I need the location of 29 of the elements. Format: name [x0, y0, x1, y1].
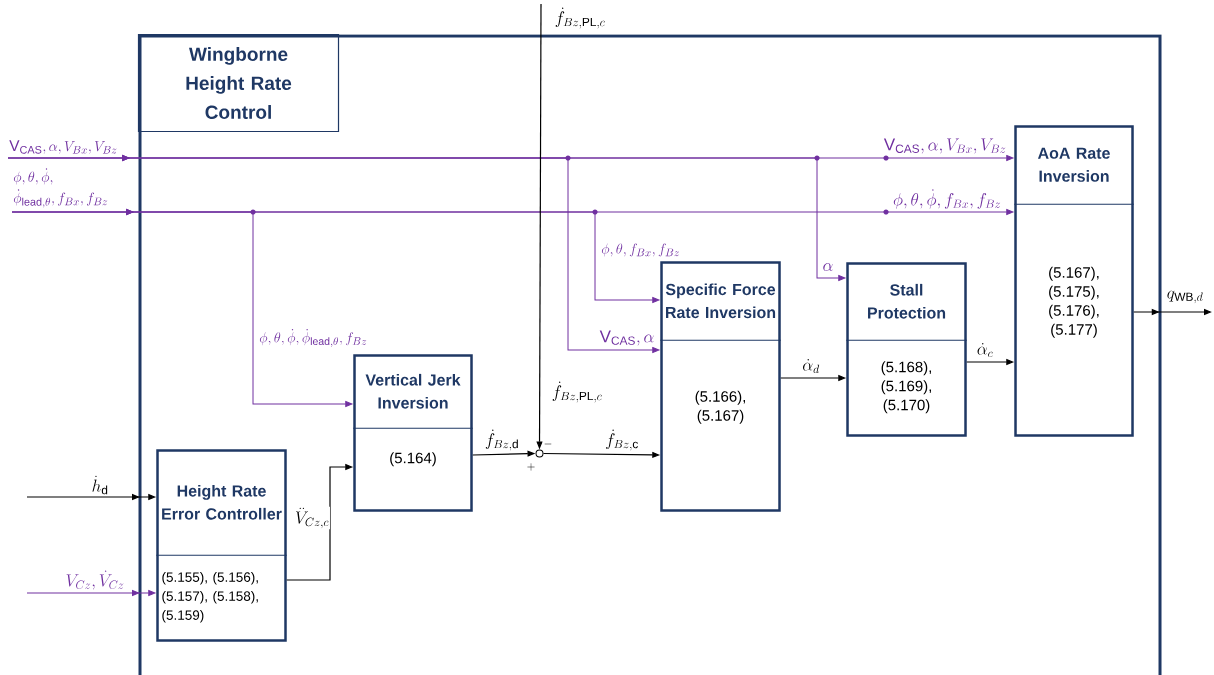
- edge-label: $\phi, \theta, \dot{\phi}, f_{Bx}, f_{Bz}$: [891, 188, 1003, 210]
- process-box: Specific Force Rate Inversion (5.166), (5.167): [659, 261, 782, 512]
- edge-label: $V_{Cz}, \dot{V}_{Cz}$: [64, 569, 126, 591]
- edge-label: $\dot{h}_{\mathrm{d}}$: [90, 474, 110, 496]
- arrow: [26, 590, 156, 596]
- edge-label: $\alpha$: [821, 262, 835, 272]
- arrow: [7, 155, 846, 281]
- edge-label: $q_{\mathrm{WB},d}$: [1165, 289, 1205, 305]
- edge-label: $\mathrm{V}_{\mathrm{CAS}}, \alpha, V_{Bx}, V_{Bz}$: [882, 137, 1008, 155]
- input-label: $\mathrm{V}_{\mathrm{CAS}}, \alpha, V_{Bx}, V_{Bz}$: [9, 140, 117, 154]
- edge-label: $\phi, \theta, \dot{\phi}, \dot{\phi}_{\mathrm{lead},\theta}, f_{Bz}$: [258, 327, 369, 349]
- sign-label: $+$: [525, 462, 537, 472]
- sign-label: $-$: [542, 439, 554, 449]
- input-label: $\phi, \theta, \dot{\phi},$ $\dot{\phi}_{\mathrm{lead},\theta}, f_{Bx}, f_{Bz}$: [13, 168, 108, 208]
- summing-junction: [535, 449, 544, 458]
- edge-label: $\dot{f}_{Bz,\mathrm{PL},c}$: [550, 380, 604, 404]
- edge-label: $\ddot{V}_{Cz,c}$: [294, 506, 330, 530]
- edge-label: $\mathrm{V}_{\mathrm{CAS}}, \alpha$: [598, 329, 656, 347]
- edge-label: $\dot{\alpha}_{c}$: [975, 342, 995, 358]
- edge-label: $\dot{f}_{Bz,\mathrm{c}}$: [604, 428, 640, 452]
- signal-label: $\dot{f}_{Bz,\mathrm{PL},c}$: [553, 6, 607, 30]
- process-box: AoA Rate Inversion (5.167), (5.175), (5.176), (5.177): [1013, 125, 1135, 437]
- edge-label: $\phi, \theta, f_{Bx}, f_{Bz}$: [600, 242, 681, 258]
- process-box: Stall Protection (5.168), (5.169), (5.170): [845, 262, 968, 437]
- edge-label: $\dot{f}_{Bz,\mathrm{d}}$: [483, 428, 521, 452]
- process-box: Height Rate Error Controller (5.155), (5.156), (5.157), (5.158), (5.159): [155, 449, 288, 642]
- arrow: [11, 209, 353, 407]
- process-box: Vertical Jerk Inversion (5.164): [352, 354, 474, 512]
- edge-label: $\dot{\alpha}_{d}$: [801, 358, 821, 374]
